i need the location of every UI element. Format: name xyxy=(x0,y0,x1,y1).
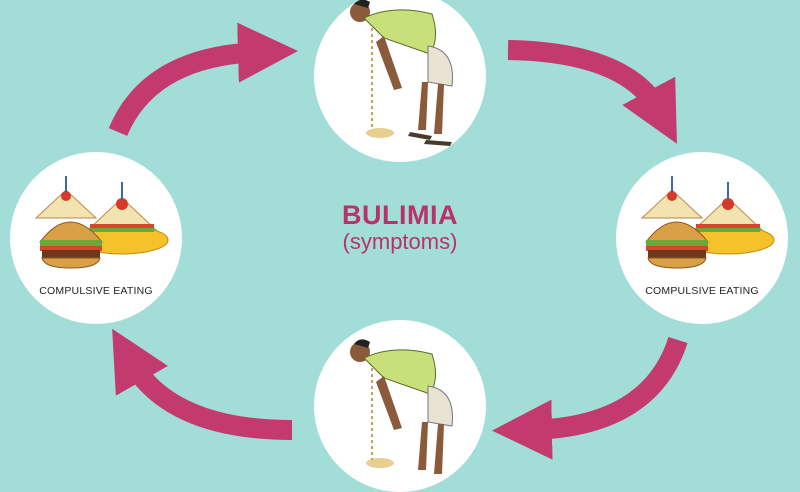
node-right-eating: COMPULSIVE EATING xyxy=(616,152,788,324)
center-title-block: BULIMIA (symptoms) xyxy=(300,200,500,254)
burger-sandwich-icon xyxy=(640,176,775,269)
node-bottom-vomiting xyxy=(314,320,486,492)
diagram-subtitle: (symptoms) xyxy=(342,229,458,254)
node-left-eating: COMPULSIVE EATING xyxy=(10,152,182,324)
bulimia-cycle-diagram: COMPULSIVE EATING COMPULSIVE EATING BULI… xyxy=(10,0,788,492)
vomiting-man-icon xyxy=(350,0,453,146)
arrow-left-to-top xyxy=(108,22,298,137)
cycle-arrows xyxy=(108,22,688,460)
burger-sandwich-icon xyxy=(34,176,169,269)
arrow-top-to-right xyxy=(507,40,677,144)
diagram-title: BULIMIA xyxy=(342,200,458,230)
node-right-caption: COMPULSIVE EATING xyxy=(645,285,759,297)
node-top-vomiting xyxy=(314,0,486,162)
vomiting-man-icon xyxy=(350,339,453,474)
arrow-bottom-to-left xyxy=(112,328,293,440)
node-left-caption: COMPULSIVE EATING xyxy=(39,285,153,297)
arrow-right-to-bottom xyxy=(492,336,688,460)
